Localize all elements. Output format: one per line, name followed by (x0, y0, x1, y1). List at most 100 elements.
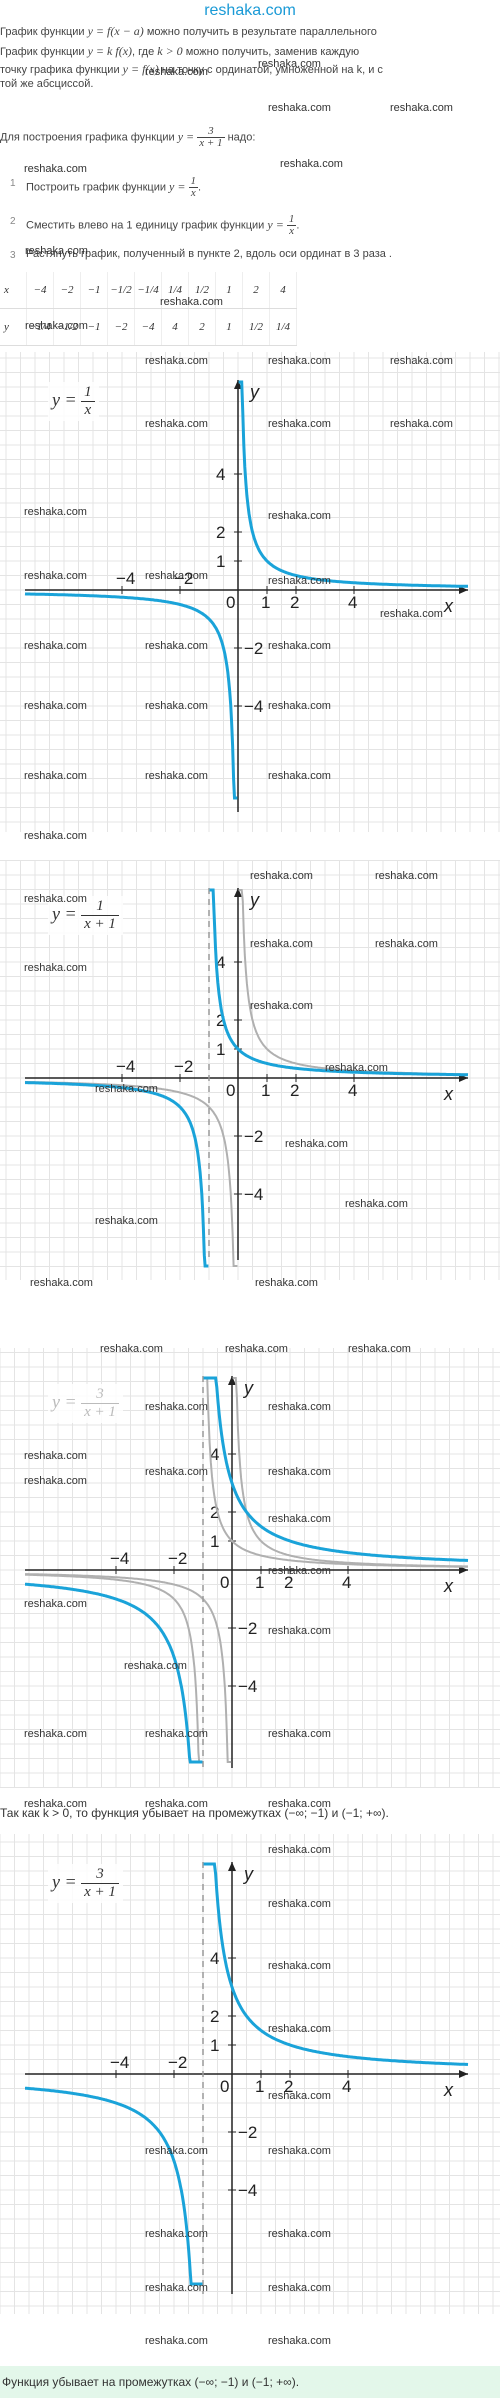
watermark: reshaka.com (268, 510, 331, 522)
watermark: reshaka.com (268, 1960, 331, 1972)
watermark: reshaka.com (375, 938, 438, 950)
x-tick-label: −4 (110, 1549, 129, 1568)
y-tick-label: −2 (238, 2123, 257, 2142)
watermark: reshaka.com (145, 2145, 208, 2157)
watermark: reshaka.com (268, 1625, 331, 1637)
watermark: reshaka.com (95, 1083, 158, 1095)
x-tick-label: 1 (255, 1573, 264, 1592)
watermark: reshaka.com (268, 1565, 331, 1577)
table-x-cell: −1 (80, 272, 108, 309)
x-tick-label: −4 (116, 569, 135, 588)
watermark: reshaka.com (24, 640, 87, 652)
x-tick-label: 2 (290, 593, 299, 612)
y-tick-label: 4 (210, 1445, 219, 1464)
x-tick-label: 4 (342, 2077, 351, 2096)
watermark: reshaka.com (145, 1728, 208, 1740)
watermark: reshaka.com (145, 1466, 208, 1478)
table-y-cell: −1 (80, 308, 108, 346)
table-y-header: y (0, 308, 27, 346)
watermark: reshaka.com (24, 893, 87, 905)
x-tick-label: 2 (284, 2077, 293, 2096)
watermark: reshaka.com (268, 2335, 331, 2347)
watermark: reshaka.com (24, 163, 87, 175)
table-x-cell: −2 (53, 272, 81, 309)
x-tick-label: −2 (174, 1057, 193, 1076)
watermark: reshaka.com (268, 418, 331, 430)
watermark: reshaka.com (268, 2023, 331, 2035)
watermark: reshaka.com (124, 1660, 187, 1672)
x-tick-label: 0 (220, 2077, 229, 2096)
curve-3-over-x-plus-1 (203, 1862, 469, 2066)
table-x-cell: 2 (242, 272, 270, 309)
y-tick-label: −4 (244, 1185, 263, 1204)
watermark: reshaka.com (345, 1198, 408, 1210)
y-tick-label: −2 (244, 1127, 263, 1146)
y-tick-label: −4 (238, 2181, 257, 2200)
watermark: reshaka.com (145, 418, 208, 430)
watermark: reshaka.com (145, 570, 208, 582)
watermark: reshaka.com (390, 418, 453, 430)
watermark: reshaka.com (145, 2282, 208, 2294)
y-tick-label: 1 (210, 2036, 219, 2055)
watermark: reshaka.com (250, 870, 313, 882)
watermark: reshaka.com (24, 962, 87, 974)
watermark: reshaka.com (145, 640, 208, 652)
site-title[interactable]: reshaka.com (204, 2, 296, 19)
watermark: reshaka.com (24, 770, 87, 782)
curve-1-over-x-plus-1 (203, 1377, 468, 1568)
watermark: reshaka.com (268, 2228, 331, 2240)
x-axis-label: x (443, 596, 454, 616)
curve-1-over-x (24, 592, 238, 800)
watermark: reshaka.com (145, 66, 208, 78)
watermark: reshaka.com (24, 700, 87, 712)
table-x-header: x (0, 272, 27, 309)
table-y-cell: 4 (161, 308, 189, 346)
table-y-cell: 1/2 (242, 308, 270, 346)
watermark: reshaka.com (268, 575, 331, 587)
watermark: reshaka.com (268, 2145, 331, 2157)
x-tick-label: 0 (226, 1081, 235, 1100)
watermark: reshaka.com (145, 2228, 208, 2240)
x-tick-label: −4 (110, 2053, 129, 2072)
watermark: reshaka.com (268, 1728, 331, 1740)
x-tick-label: 2 (290, 1081, 299, 1100)
intro-line-4: той же абсциссой. (0, 78, 94, 90)
intro-line-3: точку графика функции y = f(x) на точку … (0, 62, 383, 76)
x-axis-label: x (443, 1576, 454, 1596)
answer-box: Функция убывает на промежутках (−∞; −1) … (0, 2366, 500, 2398)
table-y-cell: −2 (107, 308, 135, 346)
x-tick-label: 1 (261, 1081, 270, 1100)
table-x-cell: −1/2 (107, 272, 135, 309)
watermark: reshaka.com (390, 355, 453, 367)
table-x-cell: 1 (215, 272, 243, 309)
curve-3-over-x-plus-1 (25, 1582, 203, 1764)
table-y-cell: 1 (215, 308, 243, 346)
watermark: reshaka.com (268, 700, 331, 712)
y-tick-label: 2 (216, 523, 225, 542)
curve-1-over-x (238, 380, 468, 588)
y-tick-label: 1 (216, 552, 225, 571)
watermark: reshaka.com (268, 1466, 331, 1478)
intro-line-1: График функции y = f(x − a) можно получи… (0, 24, 377, 38)
monotonic-note: Так как k > 0, то функция убывает на про… (0, 1806, 389, 1820)
watermark: reshaka.com (250, 938, 313, 950)
watermark: reshaka.com (24, 1450, 87, 1462)
watermark: reshaka.com (325, 1062, 388, 1074)
curve-1-over-x (24, 1080, 238, 1267)
intro-line-2: График функции y = k f(x), где k > 0 мож… (0, 44, 360, 58)
watermark: reshaka.com (24, 506, 87, 518)
watermark: reshaka.com (268, 640, 331, 652)
watermark: reshaka.com (25, 245, 88, 257)
x-tick-label: −2 (174, 569, 193, 588)
x-tick-label: 0 (226, 593, 235, 612)
watermark: reshaka.com (380, 608, 443, 620)
watermark: reshaka.com (375, 870, 438, 882)
